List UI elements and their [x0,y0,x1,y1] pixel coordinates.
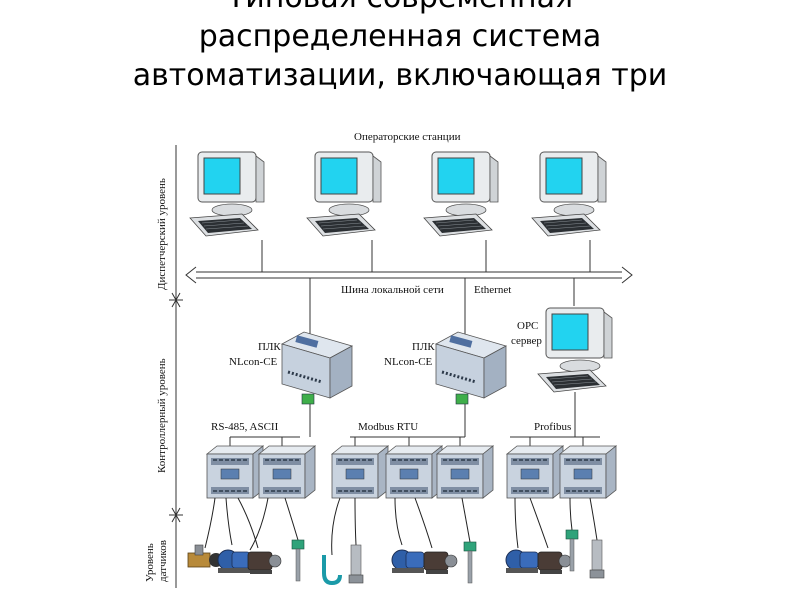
pump-icon [505,549,539,574]
bus-rs485-label: RS-485, ASCII [211,421,279,433]
sensor-wiring [204,497,598,556]
pressure-sensor-icon [348,544,364,584]
level-sensor-label-1: Уровень [144,543,156,582]
fieldbus-lines [229,392,600,446]
operator-pc-icon [189,151,265,237]
opc-label-1: OPC [517,320,538,332]
operator-pc-icon [423,151,499,237]
temperature-probe-icon [291,539,305,582]
opc-server-icon [537,307,613,393]
io-module-icon [331,445,389,499]
level-control-label: Контроллерный уровень [156,358,168,473]
operator-workstations [189,151,607,237]
temperature-probe-icon [463,541,477,584]
field-devices [187,529,605,585]
level-dispatch-label: Диспетчерский уровень [156,178,168,290]
io-module-icon [436,445,494,499]
operator-pc-icon [531,151,607,237]
pump-icon [391,549,425,574]
motor-icon [537,551,572,575]
plc1-label-1: ПЛК [258,341,281,353]
title-line-3: автоматизации, включающая три [132,58,668,93]
plc2-device-icon [434,330,508,406]
motor-icon [247,551,282,575]
bus-profibus-label: Profibus [534,421,571,433]
slide-title: Типовая современная распределенная систе… [0,0,800,95]
io-module-icon [559,445,617,499]
operator-pc-icon [306,151,382,237]
ethernet-bus [185,240,633,336]
bus-modbus-label: Modbus RTU [358,421,418,433]
io-module-icon [258,445,316,499]
io-module-icon [506,445,564,499]
io-module-icon [385,445,443,499]
io-modules [206,445,617,499]
valve-icon [187,544,224,568]
ethernet-label: Ethernet [474,284,511,296]
title-line-2: распределенная система [198,19,602,54]
plc2-label-2: NLcon-CE [384,356,433,368]
lan-bus-label: Шина локальной сети [341,284,444,296]
plc1-device-icon [280,330,354,406]
operator-stations-label: Операторские станции [354,131,461,143]
pressure-sensor-icon [589,539,605,579]
plc2-label-1: ПЛК [412,341,435,353]
plc1-label-2: NLcon-CE [229,356,278,368]
io-module-icon [206,445,264,499]
opc-label-2: сервер [511,335,542,347]
level-sensor-label-2: датчиков [157,540,169,582]
title-line-1: Типовая современная [0,0,800,17]
level-axis [169,145,183,588]
motor-icon [423,551,458,575]
pump-icon [217,549,251,574]
level-sensor-icon [322,553,342,585]
